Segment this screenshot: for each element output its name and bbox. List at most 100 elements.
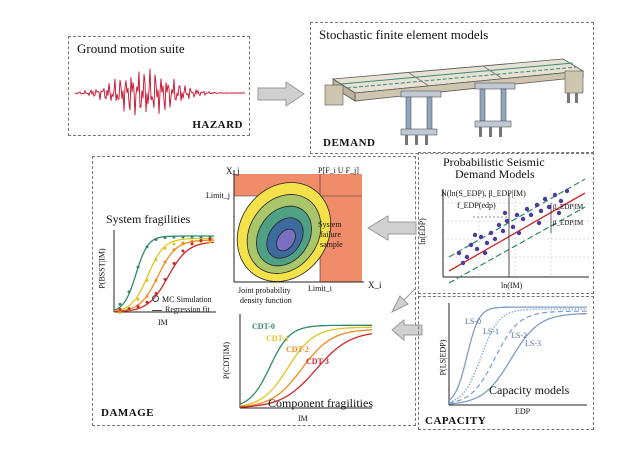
- psdm-point: [556, 210, 562, 216]
- joint-top-label: P[F_i U F_j]: [318, 166, 359, 175]
- system-sample-point: [163, 277, 167, 281]
- system-sample-point: [199, 235, 203, 239]
- psdm-point: [520, 216, 526, 222]
- system-sample-point: [172, 248, 176, 252]
- system-sample-point: [118, 302, 122, 306]
- system-sample-point: [154, 292, 158, 295]
- psdm-point: [542, 196, 548, 202]
- component-fragility-plot: [239, 314, 373, 409]
- system-sample-point: [118, 307, 122, 311]
- joint-x-i: X_i: [368, 280, 382, 290]
- joint-limit-i: Limit_i: [308, 284, 332, 293]
- system-sample-point: [127, 290, 131, 294]
- system-sample-point: [208, 237, 212, 241]
- psdm-point: [460, 260, 466, 266]
- psdm-ylabel: ln(EDP): [417, 218, 427, 245]
- ground-motion-trace: [74, 68, 245, 116]
- joint-sys-3: sample: [320, 240, 343, 249]
- psdm-title-1: Probabilistic Seismic: [443, 155, 545, 169]
- psdm-point: [552, 192, 558, 198]
- damage-label: DAMAGE: [101, 407, 155, 419]
- joint-pdf-plot: [233, 170, 364, 283]
- hazard-panel: Ground motion suite HAZARD: [68, 36, 250, 136]
- system-sample-point: [199, 239, 203, 242]
- psdm-point: [514, 212, 520, 218]
- system-legend-1: MC Simulation: [152, 295, 212, 304]
- system-sample-point: [181, 242, 185, 246]
- system-sample-point: [154, 258, 158, 262]
- psdm-point: [500, 228, 506, 234]
- psdm-panel: Probabilistic Seismic Demand Models N(ln…: [418, 152, 594, 294]
- psdm-point: [516, 230, 522, 236]
- psdm-point: [524, 206, 530, 212]
- system-sample-point: [172, 261, 176, 265]
- psdm-point: [510, 224, 516, 230]
- component-ylabel: P(CDT|IM): [222, 341, 232, 380]
- psdm-point: [456, 250, 462, 256]
- capacity-label: CAPACITY: [425, 415, 487, 427]
- component-xlabel: IM: [298, 414, 308, 423]
- damage-panel: DAMAGE: [92, 156, 416, 426]
- system-sample-point: [163, 246, 167, 250]
- psdm-title-2: Demand Models: [455, 167, 535, 181]
- system-sample-point: [154, 238, 158, 241]
- system-sample-point: [136, 297, 140, 301]
- system-sample-point: [136, 265, 140, 269]
- system-ylabel: P(BSST|IM): [97, 248, 107, 289]
- ls-3-label: LS-3: [525, 339, 541, 348]
- capacity-ylabel: P(LS|EDP): [438, 339, 448, 376]
- system-title: System fragilities: [106, 212, 191, 226]
- psdm-point: [502, 210, 508, 216]
- system-xlabel: IM: [158, 318, 168, 327]
- cdt-1-label: CDT-1: [266, 334, 289, 343]
- hazard-title: Ground motion suite: [77, 41, 185, 56]
- psdm-xlabel: ln(IM): [501, 281, 523, 290]
- arrow-psdm-to-component: [390, 287, 417, 314]
- psdm-beta1: β_EDP|IM: [553, 203, 584, 211]
- joint-jp-1: Joint probability: [238, 286, 291, 295]
- cdt-3-label: CDT-3: [306, 357, 329, 366]
- system-sample-point: [145, 294, 149, 298]
- system-sample-point: [190, 235, 194, 239]
- psdm-point: [528, 212, 534, 218]
- psdm-point: [488, 230, 494, 236]
- system-fragility-plot: [113, 230, 216, 314]
- cdt-2-label: CDT-2: [286, 345, 309, 354]
- psdm-point: [496, 222, 502, 228]
- psdm-point: [492, 236, 498, 242]
- system-sample-point: [145, 245, 149, 249]
- psdm-point: [546, 204, 552, 210]
- joint-jp-2: density function: [240, 296, 292, 305]
- system-legend-2: Regression fit: [152, 305, 210, 314]
- psdm-point: [504, 218, 510, 224]
- psdm-point: [564, 188, 570, 194]
- system-sample-point: [190, 242, 194, 246]
- arrow-capacity-to-component: [391, 318, 423, 342]
- joint-x-top: X_j: [226, 166, 240, 176]
- demand-title: Stochastic finite element models: [319, 27, 489, 42]
- system-sample-point: [181, 235, 185, 239]
- joint-sys-1: System: [318, 220, 342, 229]
- bridge-model: [324, 58, 585, 145]
- psdm-point: [474, 246, 480, 252]
- system-sample-point: [172, 235, 176, 239]
- ls-0-label: LS-0: [465, 317, 481, 326]
- psdm-point: [478, 234, 484, 240]
- psdm-beta2: β_EDP|IM: [553, 219, 584, 227]
- arrow-hazard-to-demand: [257, 81, 305, 107]
- demand-label: DEMAND: [323, 137, 376, 149]
- system-sample-point: [154, 278, 158, 282]
- system-sample-point: [127, 307, 131, 311]
- capacity-panel: LS-0 LS-1 LS-2 LS-3 Capacity models P(LS…: [418, 296, 594, 430]
- psdm-point: [472, 232, 478, 238]
- system-sample-point: [181, 249, 185, 253]
- component-title: Component fragilities: [268, 396, 373, 410]
- system-sample-point: [145, 279, 149, 282]
- psdm-point: [484, 240, 490, 246]
- joint-sys-2: failure: [320, 230, 341, 239]
- psdm-point: [536, 220, 542, 226]
- system-sample-point: [190, 239, 194, 243]
- capacity-title: Capacity models: [489, 383, 570, 397]
- psdm-eq1: N(ln(S_EDP), β_EDP|IM): [441, 189, 526, 198]
- arrow-psdm-to-damage: [367, 215, 417, 241]
